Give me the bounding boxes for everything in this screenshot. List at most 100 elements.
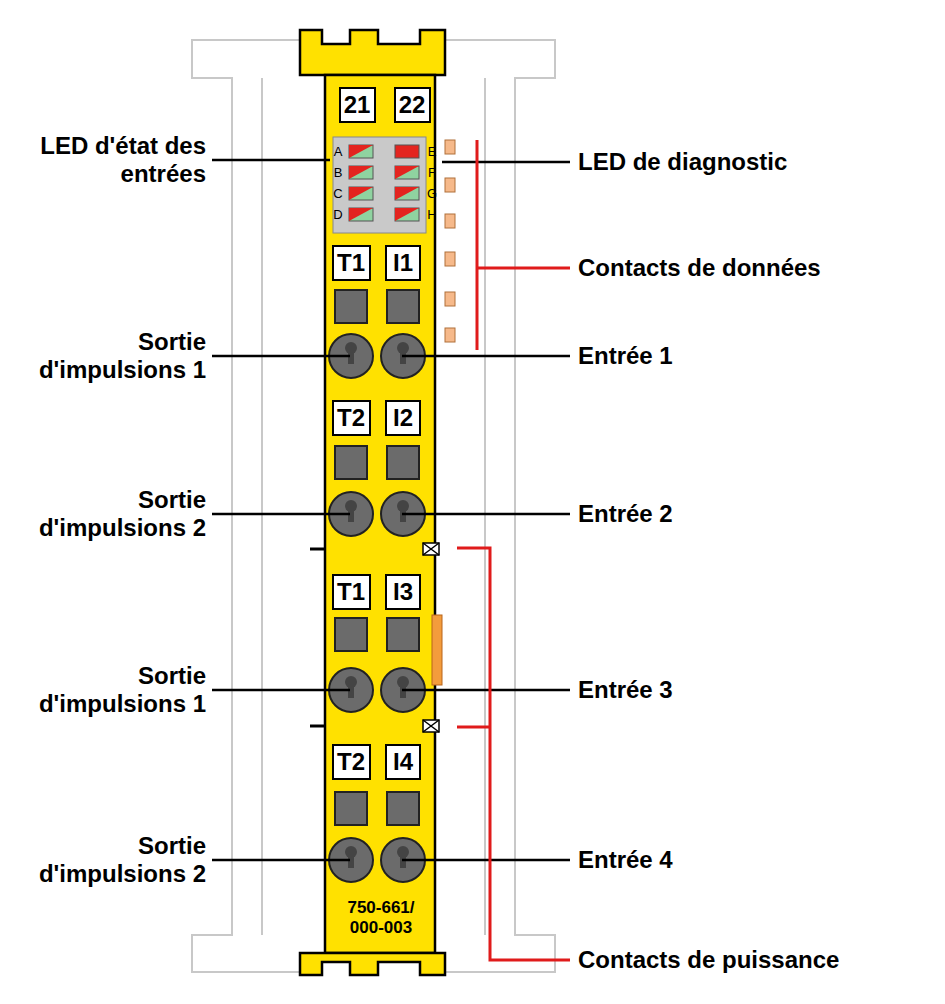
led-green bbox=[349, 145, 373, 158]
top-clip bbox=[300, 30, 445, 75]
tag-text: T1 bbox=[337, 578, 365, 606]
led-red-half bbox=[395, 208, 419, 221]
jumper-mark bbox=[423, 543, 439, 555]
marker-tag: I2 bbox=[385, 400, 421, 436]
rail-left bbox=[192, 40, 300, 972]
callout-label: LED de diagnostic bbox=[578, 148, 787, 176]
tag-text: T1 bbox=[337, 249, 365, 277]
callout-label: LED d'état des entrées bbox=[6, 132, 206, 187]
jumper-x bbox=[423, 720, 439, 732]
leader-lines bbox=[212, 160, 570, 860]
leader-line bbox=[212, 689, 350, 692]
release-button bbox=[387, 446, 419, 479]
callout-label: Entrée 2 bbox=[578, 500, 673, 528]
callout-label: Contacts de puissance bbox=[578, 946, 839, 974]
leader-line bbox=[402, 859, 570, 862]
led-green bbox=[395, 208, 419, 221]
brackets bbox=[457, 140, 570, 960]
led-letter: C bbox=[333, 187, 342, 202]
led bbox=[349, 166, 373, 179]
led-letter: B bbox=[334, 166, 343, 181]
power-jumper-marks bbox=[423, 543, 439, 732]
tag-text: I3 bbox=[393, 578, 413, 606]
bottom-clip bbox=[300, 953, 445, 975]
tag-text: T2 bbox=[337, 404, 365, 432]
led-letter: A bbox=[334, 145, 343, 160]
data-contact bbox=[445, 214, 455, 228]
separator-ticks bbox=[310, 549, 326, 726]
led-green bbox=[395, 166, 419, 179]
release-button bbox=[335, 792, 367, 825]
rail-right bbox=[445, 40, 555, 972]
led bbox=[395, 208, 419, 221]
data-contact bbox=[445, 140, 455, 154]
rail-right-inner bbox=[484, 78, 486, 935]
tick bbox=[310, 548, 326, 551]
led bbox=[395, 166, 419, 179]
led-green bbox=[349, 187, 373, 200]
led-red-half bbox=[349, 187, 373, 200]
release-button bbox=[335, 446, 367, 479]
marker-tag: T1 bbox=[332, 245, 371, 281]
jumper-mark bbox=[423, 720, 439, 732]
led-letter: D bbox=[333, 208, 342, 223]
marker-tag: 22 bbox=[394, 87, 431, 123]
leader-line bbox=[212, 513, 350, 516]
callout-label: Sortie d'impulsions 2 bbox=[6, 832, 206, 887]
marker-tag: I4 bbox=[385, 744, 421, 780]
jumper-x bbox=[423, 543, 439, 555]
release-button bbox=[387, 792, 419, 825]
led-letter: G bbox=[427, 187, 437, 202]
data-contact bbox=[445, 178, 455, 192]
led-red-half bbox=[349, 145, 373, 158]
leader-line bbox=[402, 355, 570, 358]
data-contacts-bracket bbox=[477, 140, 570, 350]
power-contact bbox=[432, 615, 442, 685]
led-letter: E bbox=[428, 145, 437, 160]
led-letter: H bbox=[427, 208, 436, 223]
release-button bbox=[335, 618, 367, 651]
tag-text: I1 bbox=[393, 249, 413, 277]
led-red-half bbox=[349, 166, 373, 179]
tag-text: 22 bbox=[399, 91, 426, 119]
callout-label: Sortie d'impulsions 1 bbox=[6, 662, 206, 717]
marker-tag: I1 bbox=[385, 245, 421, 281]
terminals bbox=[329, 290, 425, 882]
callout-label: Entrée 4 bbox=[578, 846, 673, 874]
led-red-half bbox=[395, 166, 419, 179]
part-number: 750-661/ 000-003 bbox=[333, 898, 429, 937]
marker-tag: I3 bbox=[385, 574, 421, 610]
leader-line bbox=[402, 513, 570, 516]
callout-label: Entrée 3 bbox=[578, 676, 673, 704]
data-contact bbox=[445, 292, 455, 306]
leader-line bbox=[402, 689, 570, 692]
callout-label: Sortie d'impulsions 2 bbox=[6, 486, 206, 541]
led bbox=[349, 187, 373, 200]
data-contacts bbox=[445, 140, 455, 342]
led-letter: F bbox=[428, 166, 436, 181]
leader-line bbox=[212, 355, 350, 358]
tick bbox=[310, 725, 326, 728]
tag-text: I2 bbox=[393, 404, 413, 432]
led-green bbox=[395, 187, 419, 200]
led-red-half bbox=[395, 187, 419, 200]
led bbox=[349, 145, 373, 158]
release-button bbox=[335, 290, 367, 323]
power-contacts-bracket bbox=[457, 548, 570, 960]
led bbox=[349, 208, 373, 221]
led-green bbox=[349, 208, 373, 221]
leader-line bbox=[442, 161, 570, 164]
leader-line bbox=[212, 159, 330, 162]
data-contact bbox=[445, 328, 455, 342]
led-panel bbox=[333, 137, 426, 233]
marker-tag: T2 bbox=[332, 400, 371, 436]
led bbox=[395, 187, 419, 200]
marker-tag: T1 bbox=[332, 574, 371, 610]
data-contact bbox=[445, 252, 455, 266]
led-red-half bbox=[349, 208, 373, 221]
tag-text: 21 bbox=[344, 91, 371, 119]
marker-tag: 21 bbox=[339, 87, 376, 123]
leader-line bbox=[212, 859, 350, 862]
led-green bbox=[349, 166, 373, 179]
